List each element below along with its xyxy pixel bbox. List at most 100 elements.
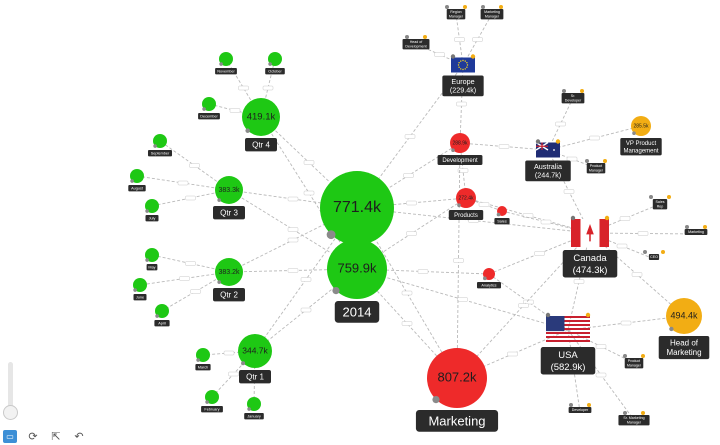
node-feb[interactable]: February: [201, 390, 223, 413]
node-canada[interactable]: Canada(474.3k): [562, 215, 618, 278]
node-nov[interactable]: November: [215, 52, 237, 75]
node-bubble[interactable]: [145, 248, 159, 262]
node-bubble[interactable]: [268, 52, 282, 66]
node-ca2[interactable]: Marketing: [684, 225, 708, 236]
node-label-box: [198, 113, 220, 120]
node-label: (244.7k): [535, 171, 561, 180]
node-ca3[interactable]: CEO: [643, 250, 665, 261]
node-sep[interactable]: September: [147, 134, 173, 157]
node-label-box: [540, 347, 596, 375]
undo-icon[interactable]: ↶: [74, 429, 84, 443]
node-jun[interactable]: June: [133, 278, 147, 301]
node-label: Manager: [485, 15, 500, 19]
edge-tag: [522, 213, 534, 218]
node-bubble[interactable]: [242, 98, 280, 136]
node-bubble[interactable]: [327, 239, 387, 299]
node-label-box: [245, 138, 277, 152]
node-bubble[interactable]: [133, 278, 147, 292]
reset-icon[interactable]: ⟳: [28, 429, 38, 443]
node-label: Qtr 3: [220, 208, 238, 217]
node-jul[interactable]: July: [145, 199, 159, 222]
node-bubble[interactable]: [130, 169, 144, 183]
edge-tag: [403, 173, 414, 178]
node-bubble[interactable]: [247, 397, 261, 411]
edge-usa-m2014: [356, 268, 569, 331]
node-analytics[interactable]: Analytics: [476, 268, 502, 289]
node-label: February: [204, 407, 219, 411]
node-bubble[interactable]: [145, 199, 159, 213]
edge-tag: [406, 200, 417, 206]
node-australia[interactable]: Australia(244.7k): [525, 139, 571, 182]
node-bubble[interactable]: [215, 258, 243, 286]
node-label: Sr.: [571, 94, 575, 98]
node-label-box: [146, 264, 158, 271]
edge-tag: [434, 52, 445, 57]
zoom-slider-thumb[interactable]: [3, 405, 18, 420]
node-label: (474.3k): [573, 265, 608, 276]
select-tool-icon[interactable]: ▭: [3, 429, 17, 443]
node-europe[interactable]: Europe(229.4k): [442, 54, 484, 97]
node-bubble[interactable]: [155, 304, 169, 318]
node-jan[interactable]: January: [244, 397, 264, 420]
node-bubble[interactable]: [219, 52, 233, 66]
node-bubble[interactable]: [666, 298, 702, 334]
node-bubble[interactable]: [196, 348, 210, 362]
edge-tag: [287, 196, 299, 202]
node-mar[interactable]: March: [195, 348, 211, 371]
edge-australia-vp: [547, 125, 642, 151]
export-icon[interactable]: ⇱: [51, 429, 61, 443]
node-bubble[interactable]: [450, 133, 470, 153]
node-label: Management: [623, 148, 658, 154]
edge-tag: [190, 289, 201, 294]
node-bubble[interactable]: [320, 171, 394, 245]
node-bubble[interactable]: [205, 390, 219, 404]
edge-tag: [303, 160, 315, 165]
node-label: June: [136, 295, 144, 299]
node-value: 759.9k: [337, 260, 377, 275]
node-sales[interactable]: Sales: [494, 206, 510, 225]
node-dec[interactable]: December: [198, 97, 220, 120]
node-label: December: [200, 114, 218, 118]
node-us2[interactable]: Developer: [568, 403, 592, 414]
edge-tag: [401, 290, 413, 296]
node-oct[interactable]: October: [265, 52, 285, 75]
node-au1[interactable]: Sr.Developer: [561, 89, 585, 104]
node-bubble[interactable]: [631, 116, 651, 136]
edge-tag: [566, 156, 578, 162]
edge-tag: [457, 297, 468, 302]
zoom-slider-track[interactable]: [8, 362, 13, 414]
node-aug[interactable]: August: [128, 169, 146, 192]
node-may[interactable]: May: [145, 248, 159, 271]
node-bubble[interactable]: [238, 334, 272, 368]
node-bubble[interactable]: [153, 134, 167, 148]
node-label-box: [476, 282, 502, 289]
node-apr[interactable]: April: [154, 304, 170, 327]
node-bubble[interactable]: [427, 348, 487, 408]
edge-canada-usa: [567, 232, 591, 331]
node-usa[interactable]: USA(582.9k): [540, 312, 596, 375]
node-bubble[interactable]: [456, 188, 476, 208]
node-value: 344.7k: [242, 345, 268, 355]
node-label: Products: [454, 213, 478, 219]
edge-tag: [498, 144, 510, 149]
node-bubble[interactable]: [215, 176, 243, 204]
node-bubble[interactable]: [202, 97, 216, 111]
